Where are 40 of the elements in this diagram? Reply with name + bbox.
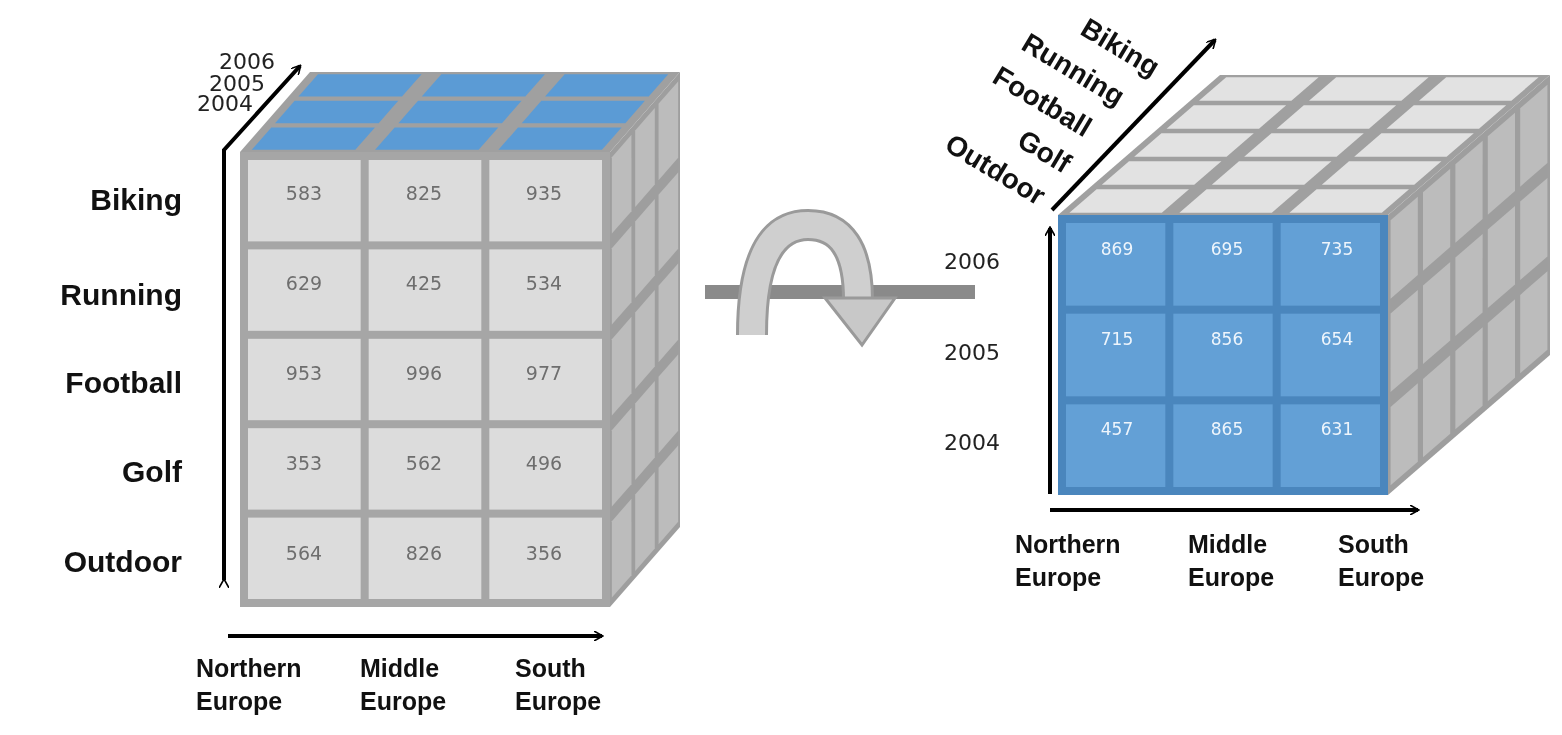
cell-value: 353	[285, 453, 323, 475]
category-label: Outdoor	[63, 544, 182, 580]
region-label: Northern Europe	[1015, 529, 1121, 593]
year-label: 2006	[219, 49, 275, 75]
cell-value: 977	[525, 363, 563, 385]
cell-value: 562	[405, 453, 443, 475]
region-label: Northern Europe	[196, 653, 302, 717]
cell-value: 631	[1320, 420, 1354, 440]
cell-value: 953	[285, 363, 323, 385]
cell-value: 425	[405, 273, 443, 295]
region-label: South Europe	[1338, 529, 1425, 593]
cell-value: 629	[285, 273, 323, 295]
cell-value: 496	[525, 453, 563, 475]
cell-value: 825	[405, 183, 443, 205]
cell-value: 935	[525, 183, 563, 205]
cell-value: 534	[525, 273, 563, 295]
cell-value: 996	[405, 363, 443, 385]
cell-value: 869	[1100, 240, 1134, 260]
region-label: Middle Europe	[1188, 529, 1275, 593]
cell-value: 654	[1320, 330, 1354, 350]
category-label: Running	[60, 277, 182, 313]
cell-value: 457	[1100, 420, 1134, 440]
region-label: Middle Europe	[360, 653, 447, 717]
category-label: Football	[65, 365, 182, 401]
cell-value: 583	[285, 183, 323, 205]
cell-value: 735	[1320, 240, 1354, 260]
cell-value: 856	[1210, 330, 1244, 350]
year-label: 2006	[944, 249, 1000, 275]
category-label: Golf	[122, 454, 182, 490]
year-label: 2004	[197, 91, 253, 117]
cell-value: 695	[1210, 240, 1244, 260]
region-label: South Europe	[515, 653, 602, 717]
cell-value: 826	[405, 543, 443, 565]
cell-value: 865	[1210, 420, 1244, 440]
category-label: Biking	[90, 182, 182, 218]
cell-value: 564	[285, 543, 323, 565]
year-label: 2005	[944, 340, 1000, 366]
cell-value: 715	[1100, 330, 1134, 350]
cell-value: 356	[525, 543, 563, 565]
year-label: 2004	[944, 430, 1000, 456]
